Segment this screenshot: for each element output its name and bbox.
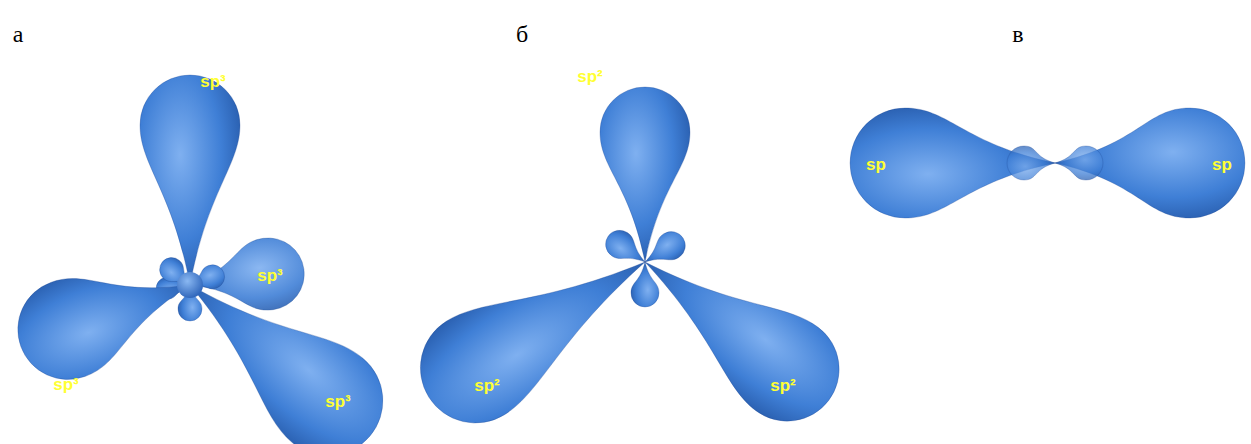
orbital-label: sp³: [257, 266, 283, 286]
orbital-lobe: [185, 233, 309, 320]
orbital-lobe: [4, 238, 207, 394]
orbital-label: sp²: [474, 376, 500, 396]
orbital-lobe: [140, 75, 240, 285]
orbital-lobe: [600, 87, 690, 262]
panel-letter: б: [516, 21, 528, 48]
orbital-lobe: [850, 108, 1055, 218]
orbital-label: sp³: [200, 72, 226, 92]
panel-letter: в: [1012, 21, 1023, 48]
orbital-label: sp³: [53, 375, 79, 395]
orbital-label: sp²: [577, 67, 603, 87]
panel-letter: а: [13, 21, 24, 48]
orbital-lobe: [1055, 146, 1103, 180]
orbital-lobe: [1007, 146, 1055, 180]
orbital-label: sp: [866, 155, 886, 175]
orbital-label: sp²: [770, 376, 796, 396]
orbital-label: sp³: [325, 392, 351, 412]
orbital-lobe: [155, 243, 406, 444]
orbital-lobe: [1055, 108, 1245, 218]
orbital-lobe: [400, 215, 675, 443]
orbital-lobe: [614, 220, 860, 441]
nucleus-sphere: [177, 272, 203, 298]
orbital-label: sp: [1212, 155, 1232, 175]
